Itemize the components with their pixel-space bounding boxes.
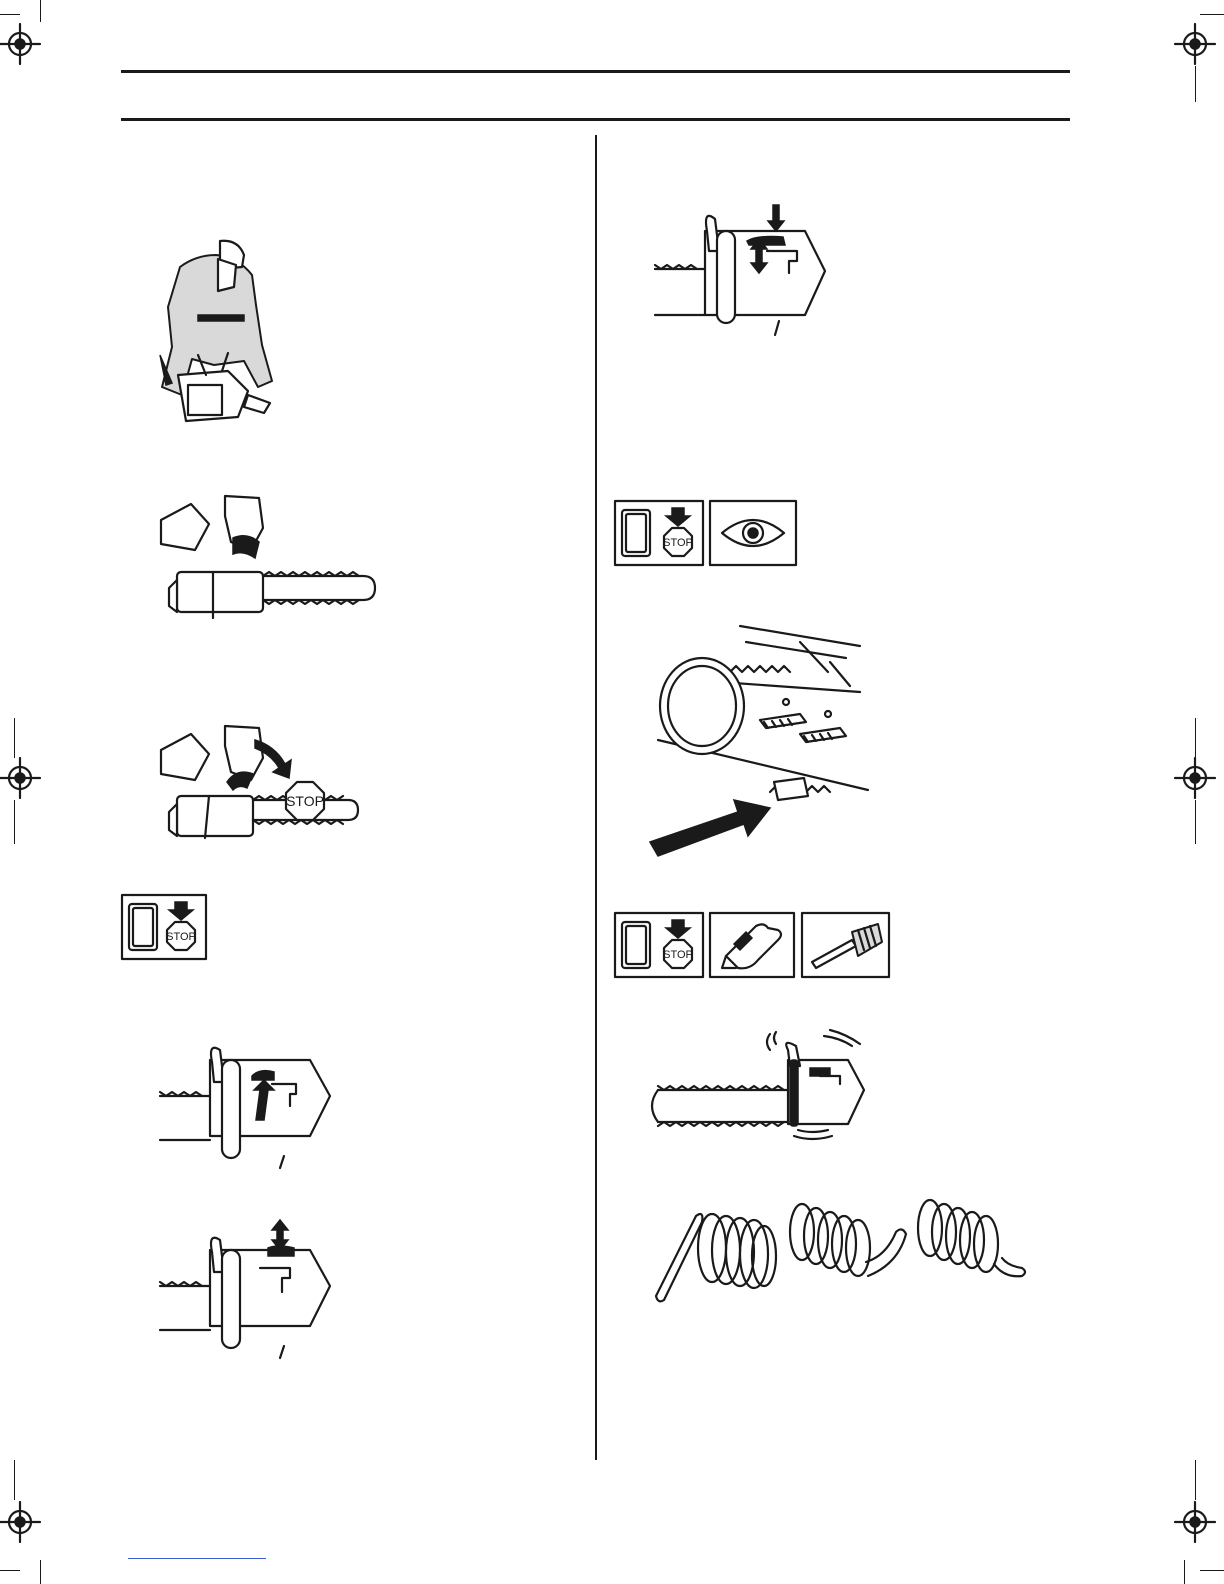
registration-mark-bottom-left: [0, 1502, 40, 1542]
stop-sign-text: STOP: [286, 793, 324, 809]
stop-sign-text: STOP: [166, 931, 196, 943]
trim-line: [40, 0, 41, 22]
trim-line: [1200, 1570, 1224, 1571]
registration-mark-top-left: [0, 24, 40, 64]
trim-line: [14, 718, 15, 758]
header-rule-top: [121, 70, 1070, 73]
throttle-trigger-check: [655, 205, 830, 335]
throttle-lockout-released: [160, 1220, 335, 1360]
anti-vibration-springs: [652, 1198, 1032, 1308]
chainsaw-brake-engaged-stop: STOP: [155, 720, 365, 840]
throttle-lockout-pressed: [160, 1040, 335, 1170]
trim-line: [14, 800, 15, 844]
trim-line: [0, 1570, 20, 1571]
stop-sign-text: STOP: [663, 537, 693, 549]
trim-line: [1195, 1460, 1196, 1500]
stop-gloves-brush-symbols: STOP: [614, 912, 890, 978]
operator-kneeling-chainsaw: [158, 235, 288, 435]
footer-link-underline: [128, 1558, 266, 1559]
registration-mark-top-right: [1175, 24, 1215, 64]
stop-sign-text: STOP: [663, 949, 693, 961]
stop-switch-and-inspect-symbols: STOP: [614, 500, 798, 566]
stop-switch-symbol-left: STOP: [121, 894, 207, 960]
vibration-damping-chainsaw: [648, 1030, 873, 1150]
trim-line: [0, 14, 20, 15]
trim-line: [40, 1560, 41, 1584]
registration-mark-bottom-right: [1175, 1502, 1215, 1542]
spring-1: [698, 1214, 776, 1288]
chain-catcher-closeup: [650, 622, 875, 862]
trim-line: [1195, 718, 1196, 758]
trim-line: [1184, 1560, 1185, 1584]
registration-mark-mid-left: [0, 758, 40, 798]
header-rule-bottom: [121, 118, 1070, 121]
trim-line: [14, 1460, 15, 1500]
spring-2: [790, 1204, 906, 1276]
spring-3: [918, 1200, 1025, 1276]
trim-line: [1195, 800, 1196, 844]
registration-mark-mid-right: [1175, 758, 1215, 798]
trim-line: [1200, 14, 1224, 15]
chainsaw-hand-on-brake: [155, 490, 380, 620]
column-divider: [595, 135, 597, 1460]
trim-line: [1195, 66, 1196, 102]
